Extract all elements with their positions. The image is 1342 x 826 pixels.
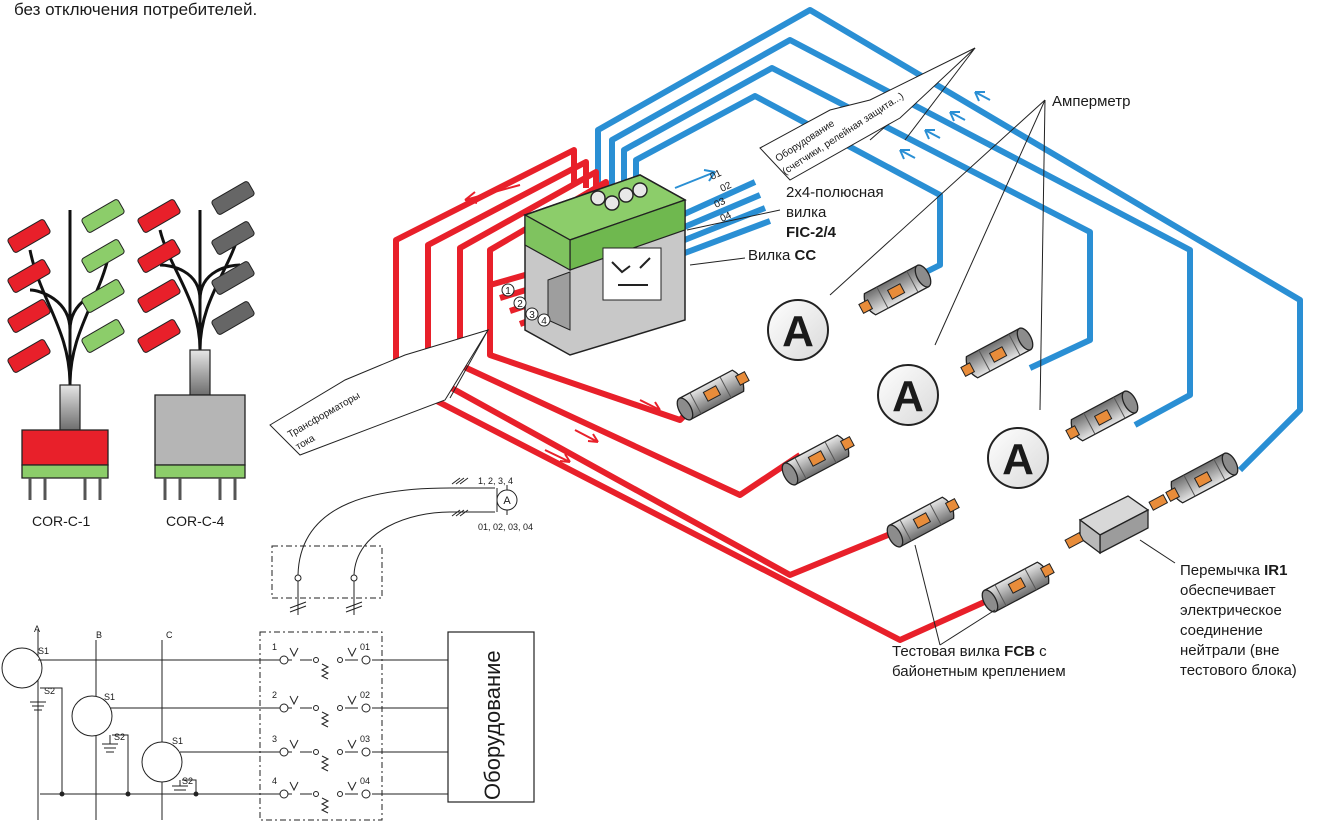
- ir1-callout-line2: обеспечивает: [1180, 582, 1276, 599]
- ir1-callout-line3: электрическое: [1180, 602, 1282, 619]
- schematic-phase-c: C: [166, 630, 173, 640]
- ammeter-3: A: [987, 427, 1049, 489]
- ir1-callout-line5: нейтрали (вне: [1180, 642, 1280, 659]
- blue-output-wires: [595, 7, 1303, 473]
- ir1-code: IR1: [1264, 562, 1288, 579]
- fcb-callout-line2: байонетным креплением: [892, 663, 1066, 680]
- ammeter-1: A: [767, 299, 829, 361]
- input-num-1: 1: [505, 286, 511, 297]
- product-cor-c-1: [7, 199, 125, 500]
- blue-wire-2: [609, 37, 1193, 428]
- ammeter-1-symbol: A: [782, 307, 814, 356]
- transformers-callout: Трансформаторы тока: [269, 329, 490, 456]
- schematic-term-in-2: 2: [272, 690, 277, 700]
- schematic-s1-c: S1: [172, 736, 183, 746]
- blue-wire-out1: [680, 179, 757, 218]
- schematic-s2-a: S2: [44, 686, 55, 696]
- fcb-plug-red-3: [883, 491, 964, 551]
- output-num-02: 02: [719, 180, 734, 195]
- ir1-callout-line6: тестового блока): [1180, 662, 1297, 679]
- fcb-code: FCB: [1004, 643, 1035, 660]
- product-label-cor-c-4: COR-C-4: [166, 513, 225, 529]
- schematic-s2-c: S2: [182, 776, 193, 786]
- red-wire-1: [393, 147, 1002, 643]
- fcb-plug-blue-4: [1161, 449, 1242, 509]
- schematic-term-out-04: 04: [360, 776, 370, 786]
- ammeter-2: A: [877, 364, 939, 426]
- product-label-cor-c-1: COR-C-1: [32, 513, 91, 529]
- plug-cc-prefix: Вилка: [748, 247, 791, 264]
- red-wire-3: [457, 169, 802, 498]
- blue-wire-out3: [680, 205, 767, 244]
- product-cor-c-4: [137, 181, 255, 500]
- plug-cc-code: CC: [794, 247, 817, 264]
- schematic-top-block: [271, 545, 383, 599]
- blue-wire-3: [621, 65, 1093, 371]
- plug-cc-label-plate: [602, 247, 662, 301]
- input-num-4: 4: [541, 316, 547, 327]
- fcb-plug-red-1: [673, 364, 754, 424]
- schematic-equipment-label: Оборудование: [480, 650, 505, 800]
- schematic-term-in-4: 4: [272, 776, 277, 786]
- blue-wire-1: [595, 7, 1303, 473]
- ir1-callout-line4: соединение: [1180, 622, 1263, 639]
- schematic-phase-a: A: [34, 624, 40, 634]
- fcb-prefix: Тестовая вилка: [892, 643, 1000, 660]
- ammeter-callout: Амперметр: [1052, 93, 1131, 110]
- output-num-03: 03: [713, 196, 728, 211]
- schematic-term-out-02: 02: [360, 690, 370, 700]
- schematic-top-ammeter-symbol: A: [503, 495, 511, 507]
- fcb-plug-blue-3: [1061, 387, 1142, 447]
- fcb-callout-line1: Тестовая вилка FCB с: [892, 642, 1047, 661]
- schematic-s1-a: S1: [38, 646, 49, 656]
- schematic: [1, 477, 535, 821]
- schematic-top-inputs: 1, 2, 3, 4: [478, 476, 513, 486]
- header-text: без отключения потребителей.: [14, 0, 258, 19]
- output-number-labels: 01 02 03 04: [709, 168, 734, 225]
- schematic-term-in-3: 3: [272, 734, 277, 744]
- input-number-markers: 1 2 3 4: [501, 283, 551, 327]
- ir1-callout-line1: Перемычка IR1: [1180, 561, 1287, 580]
- flow-arrows: [464, 91, 991, 463]
- fcb-suffix: с: [1039, 643, 1047, 660]
- blue-wire-out2: [680, 192, 762, 231]
- schematic-s1-b: S1: [104, 692, 115, 702]
- ir1-prefix: Перемычка: [1180, 562, 1260, 579]
- schematic-term-out-03: 03: [360, 734, 370, 744]
- plug-cc-callout: Вилка CC: [748, 246, 816, 265]
- schematic-s2-b: S2: [114, 732, 125, 742]
- plug-fic-code: FIC-2/4: [786, 224, 837, 241]
- fcb-plug-blue-2: [956, 324, 1037, 384]
- schematic-terminal-block: [259, 631, 383, 821]
- ammeter-2-symbol: A: [892, 372, 924, 421]
- schematic-phase-b: B: [96, 630, 102, 640]
- red-wire-4: [487, 179, 698, 423]
- fcb-plug-red-4: [978, 556, 1059, 616]
- jumper-ir1: [1064, 494, 1169, 555]
- plug-fic-line1: 2x4-полюсная: [786, 184, 884, 201]
- output-num-01: 01: [709, 168, 724, 183]
- schematic-equipment-box: [447, 631, 535, 803]
- schematic-labels: 1, 2, 3, 4 01, 02, 03, 04 A A B C S1 S2 …: [34, 476, 533, 800]
- plug-fic-line2: вилка: [786, 204, 827, 221]
- input-num-2: 2: [517, 299, 523, 310]
- ammeter-3-symbol: A: [1002, 435, 1034, 484]
- red-wire-2: [425, 159, 902, 578]
- schematic-terminal-rows: [279, 647, 448, 814]
- schematic-top-outputs: 01, 02, 03, 04: [478, 522, 533, 532]
- test-block: [523, 174, 687, 356]
- schematic-term-in-1: 1: [272, 642, 277, 652]
- input-num-3: 3: [529, 310, 535, 321]
- blue-wire-out4: [680, 218, 772, 257]
- fcb-plug-blue-1: [854, 261, 935, 321]
- test-plugs: [673, 261, 1242, 616]
- schematic-term-out-01: 01: [360, 642, 370, 652]
